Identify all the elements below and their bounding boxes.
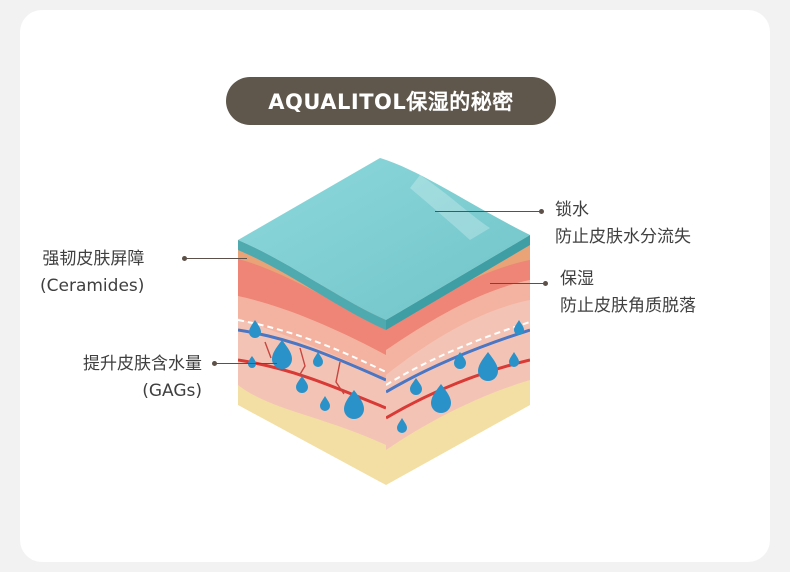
leader-dot [539,209,544,214]
leader-dot [543,281,548,286]
label-gags-line2: (GAGs) [56,378,202,405]
leader-line [435,211,542,212]
label-moist: 保湿 防止皮肤角质脱落 [560,266,696,320]
label-moist-line2: 防止皮肤角质脱落 [560,293,696,320]
label-gags-line1: 提升皮肤含水量 [56,351,202,378]
label-ceramides: 强韧皮肤屏障 (Ceramides) [40,246,144,300]
label-lock-line1: 锁水 [555,197,691,224]
leader-line [215,363,277,364]
leader-line [490,283,546,284]
label-ceramides-line1: 强韧皮肤屏障 [40,246,144,273]
label-moist-line1: 保湿 [560,266,696,293]
label-lock: 锁水 防止皮肤水分流失 [555,197,691,251]
leader-line [185,258,247,259]
label-lock-line2: 防止皮肤水分流失 [555,224,691,251]
label-gags: 提升皮肤含水量 (GAGs) [56,351,202,405]
label-ceramides-line2: (Ceramides) [40,273,144,300]
